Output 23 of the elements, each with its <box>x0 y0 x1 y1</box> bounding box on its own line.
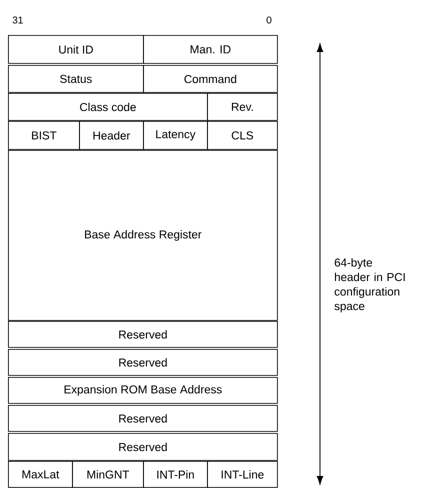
register-field: Latency <box>143 121 208 150</box>
register-field: Status <box>8 65 144 93</box>
register-field: Rev. <box>207 93 278 121</box>
register-field: Class code <box>8 93 208 121</box>
register-field: INT-Line <box>207 461 278 488</box>
register-field: Reserved <box>8 321 278 348</box>
bit-number: 0 <box>266 16 272 24</box>
register-field: Command <box>143 65 278 93</box>
register-field: INT-Pin <box>143 461 208 488</box>
register-field: Base Address Register <box>8 150 278 321</box>
register-field: Reserved <box>8 433 278 461</box>
side-note: 64-byte header in PCI configuration space <box>334 258 405 312</box>
register-field: BIST <box>8 121 80 150</box>
bit-number: 31 <box>12 16 23 24</box>
register-field: Man. ID <box>143 35 278 64</box>
register-field: Expansion ROM Base Address <box>8 377 278 404</box>
register-field: Unit ID <box>8 35 144 64</box>
register-field: Header <box>79 121 144 150</box>
register-field: MinGNT <box>72 461 144 488</box>
register-field: CLS <box>207 121 278 150</box>
register-field: Reserved <box>8 405 278 432</box>
register-field: MaxLat <box>8 461 73 488</box>
register-field: Reserved <box>8 349 278 376</box>
